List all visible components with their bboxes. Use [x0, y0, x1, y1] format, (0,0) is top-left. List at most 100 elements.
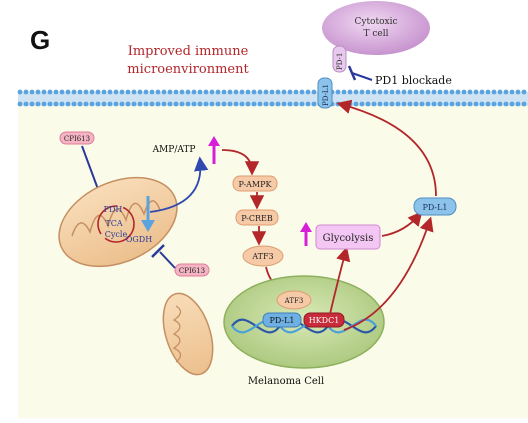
membrane-lipid-head — [443, 101, 449, 107]
membrane-lipid-head — [101, 89, 107, 95]
membrane-lipid-head — [239, 101, 245, 107]
membrane-lipid-head — [239, 89, 245, 95]
membrane-lipid-head — [335, 89, 341, 95]
membrane-lipid-head — [53, 89, 59, 95]
membrane-lipid-head — [467, 89, 473, 95]
membrane-lipid-head — [383, 101, 389, 107]
membrane-lipid-head — [245, 101, 251, 107]
membrane-lipid-head — [29, 101, 35, 107]
glycolysis-up-arrow-head — [300, 222, 312, 232]
membrane-lipid-head — [509, 101, 515, 107]
pd1-receptor — [332, 45, 347, 73]
pcreb-node — [235, 209, 279, 226]
ogdh-label: OGDH — [126, 235, 152, 244]
membrane-lipid-head — [203, 89, 209, 95]
membrane-lipid-head — [71, 89, 77, 95]
membrane-lipid-head — [497, 89, 503, 95]
membrane-lipid-head — [443, 89, 449, 95]
membrane-lipid-head — [461, 101, 467, 107]
membrane-lipid-head — [269, 101, 275, 107]
membrane-lipid-head — [269, 89, 275, 95]
membrane-lipid-head — [395, 89, 401, 95]
membrane-lipid-head — [119, 101, 125, 107]
tca-cycle-ring — [97, 205, 135, 243]
membrane-lipid-head — [503, 89, 509, 95]
membrane-lipid-head — [119, 89, 125, 95]
membrane-lipid-head — [257, 89, 263, 95]
membrane-lipid-head — [59, 101, 65, 107]
membrane-lipid-head — [251, 89, 257, 95]
membrane-lipid-head — [173, 101, 179, 107]
membrane-lipid-head — [23, 101, 29, 107]
membrane-lipid-head — [179, 101, 185, 107]
membrane-lipid-head — [65, 101, 71, 107]
membrane-lipid-head — [137, 101, 143, 107]
membrane-lipid-head — [143, 89, 149, 95]
membrane-lipid-head — [35, 101, 41, 107]
membrane-lipid-head — [353, 101, 359, 107]
membrane-lipid-head — [227, 101, 233, 107]
membrane-lipid-head — [41, 89, 47, 95]
membrane-lipid-head — [131, 89, 137, 95]
membrane-lipid-head — [359, 89, 365, 95]
membrane-lipid-head — [53, 101, 59, 107]
membrane-lipid-head — [83, 101, 89, 107]
headline-line2: microenvironment — [127, 62, 249, 77]
membrane-lipid-head — [401, 101, 407, 107]
membrane-lipid-head — [263, 89, 269, 95]
membrane-lipid-head — [41, 101, 47, 107]
membrane-lipid-head — [203, 101, 209, 107]
membrane-lipid-head — [47, 89, 53, 95]
membrane-lipid-head — [209, 89, 215, 95]
membrane-lipid-head — [107, 89, 113, 95]
pdl1-cyto-node — [413, 197, 457, 216]
pdl1-cyto-label: PD-L1 — [422, 203, 447, 212]
membrane-lipid-head — [245, 89, 251, 95]
membrane-lipid-head — [161, 101, 167, 107]
membrane-lipid-head — [47, 101, 53, 107]
membrane-lipid-head — [209, 101, 215, 107]
membrane-lipid-head — [107, 101, 113, 107]
membrane-lipid-head — [425, 89, 431, 95]
cpi613-top-label: CPI613 — [64, 135, 90, 143]
membrane-lipid-head — [395, 101, 401, 107]
membrane-lipid-head — [437, 101, 443, 107]
membrane-lipid-head — [191, 101, 197, 107]
membrane-lipid-head — [401, 89, 407, 95]
membrane-lipid-head — [377, 101, 383, 107]
pdl1-membrane — [317, 77, 333, 109]
membrane-lipid-head — [155, 89, 161, 95]
membrane-lipid-head — [101, 101, 107, 107]
panel-letter: G — [30, 25, 50, 55]
membrane-lipid-head — [479, 89, 485, 95]
membrane-lipid-head — [281, 101, 287, 107]
membrane-lipid-head — [515, 101, 521, 107]
membrane-lipid-head — [485, 101, 491, 107]
membrane-lipid-head — [155, 101, 161, 107]
membrane-lipid-head — [509, 89, 515, 95]
cpi613-right-label: CPI613 — [179, 267, 205, 275]
membrane-lipid-head — [485, 89, 491, 95]
membrane-lipid-head — [89, 89, 95, 95]
membrane-lipid-head — [515, 89, 521, 95]
membrane-lipid-head — [299, 101, 305, 107]
membrane-lipid-head — [191, 89, 197, 95]
cpi-right-inhibit-bar — [151, 244, 165, 258]
membrane-lipid-head — [215, 101, 221, 107]
hkdc1-gene-label: HKDC1 — [309, 316, 340, 325]
amp-up-arrow-head — [208, 136, 220, 146]
membrane-lipid-head — [227, 89, 233, 95]
membrane-lipid-head — [413, 101, 419, 107]
membrane-lipid-head — [407, 89, 413, 95]
membrane-lipid-head — [167, 101, 173, 107]
membrane-lipid-head — [17, 101, 23, 107]
tca-label-2: Cycle — [105, 230, 128, 239]
membrane-lipid-head — [389, 101, 395, 107]
cpi613-top — [59, 131, 95, 145]
membrane-lipid-head — [407, 101, 413, 107]
cell-membrane — [17, 89, 528, 107]
membrane-lipid-head — [455, 89, 461, 95]
membrane-lipid-head — [275, 89, 281, 95]
membrane-lipid-head — [233, 101, 239, 107]
